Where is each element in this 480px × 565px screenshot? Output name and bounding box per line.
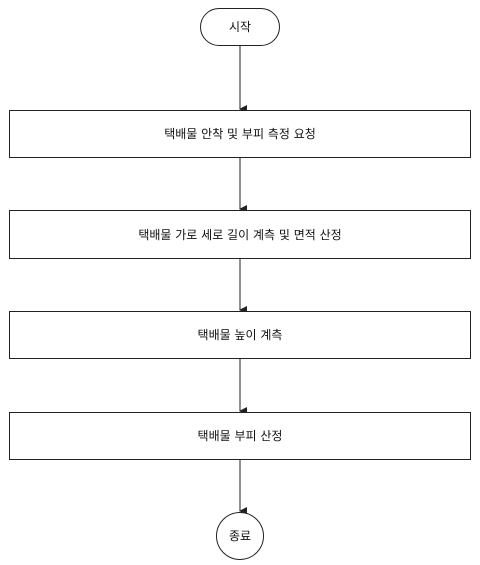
process-step-4: 택배물 부피 산정 (9, 412, 471, 460)
process-step-2: 택배물 가로 세로 길이 계측 및 면적 산정 (9, 210, 471, 259)
process-step-1-label: 택배물 안착 및 부피 측정 요청 (164, 127, 316, 141)
process-step-3: 택배물 높이 계측 (9, 311, 471, 359)
process-step-4-label: 택배물 부피 산정 (197, 429, 283, 443)
process-step-3-label: 택배물 높이 계측 (197, 328, 283, 342)
process-step-2-label: 택배물 가로 세로 길이 계측 및 면적 산정 (138, 227, 342, 242)
process-step-1: 택배물 안착 및 부피 측정 요청 (9, 110, 471, 158)
end-node: 종료 (216, 512, 264, 560)
start-node-label: 시작 (228, 20, 252, 34)
start-node: 시작 (200, 8, 280, 46)
end-node-label: 종료 (228, 529, 252, 543)
